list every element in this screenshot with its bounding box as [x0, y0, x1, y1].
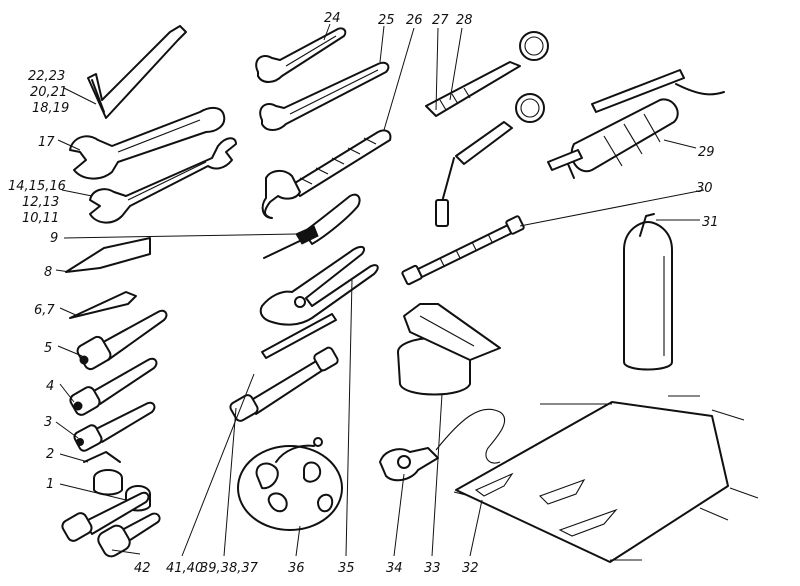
label-20-21: 20,21 [30, 85, 67, 100]
label-12-13: 12,13 [22, 195, 59, 210]
label-30: 30 [696, 181, 713, 196]
long-bolt [401, 215, 525, 286]
label-33: 33 [424, 561, 441, 576]
grease-gun [547, 69, 725, 179]
label-35: 35 [338, 561, 355, 576]
tire-gauge-27 [435, 93, 545, 227]
oil-bottle [623, 213, 673, 371]
open-end-wrench-14-16 [89, 137, 237, 224]
label-39-38-37: 39,38,37 [200, 561, 259, 576]
label-34: 34 [386, 561, 403, 576]
pliers [259, 246, 379, 326]
label-18-19: 18,19 [32, 101, 69, 116]
label-1: 1 [46, 477, 54, 492]
label-41-40: 41,40 [166, 561, 203, 576]
hook-spanner-25 [259, 61, 390, 131]
label-10-11: 10,11 [22, 211, 59, 226]
label-4: 4 [46, 379, 54, 394]
inspection-lamp [379, 408, 506, 482]
hammer [261, 129, 392, 219]
tire-gauge-28 [425, 31, 549, 117]
label-17: 17 [38, 135, 55, 150]
label-22-23: 22,23 [28, 69, 65, 84]
label-28: 28 [456, 13, 473, 28]
punch [69, 291, 137, 319]
label-29: 29 [698, 145, 715, 160]
spark-plug-wrench [61, 491, 161, 558]
label-36: 36 [288, 561, 305, 576]
label-32: 32 [462, 561, 479, 576]
label-26: 26 [406, 13, 423, 28]
hex-key-2 [83, 451, 123, 496]
label-9: 9 [50, 231, 58, 246]
label-2: 2 [46, 447, 54, 462]
socket-wrench-4 [69, 357, 158, 416]
label-31: 31 [702, 215, 719, 230]
oil-funnel [397, 303, 501, 396]
label-6-7: 6,7 [34, 303, 55, 318]
open-end-wrench-17 [69, 106, 226, 180]
drift-rod [261, 313, 337, 359]
label-5: 5 [44, 341, 52, 356]
wedge [65, 237, 151, 273]
tool-pouch [237, 437, 343, 531]
hook-spanner-24 [255, 27, 347, 83]
label-42: 42 [134, 561, 151, 576]
box-wrench [229, 346, 339, 422]
label-24: 24 [324, 11, 341, 26]
part-labels: 22,23 20,21 18,19 17 14,15,16 12,13 10,1… [8, 11, 719, 576]
screwdriver [263, 193, 361, 259]
socket-wrench-5 [76, 309, 168, 371]
label-3: 3 [44, 415, 52, 430]
tool-mat [453, 395, 759, 563]
socket-wrench-3 [73, 401, 156, 452]
label-14-15-16: 14,15,16 [8, 179, 66, 194]
hex-key-wrench [87, 25, 187, 119]
leader-lines [55, 23, 705, 557]
label-25: 25 [378, 13, 395, 28]
label-8: 8 [44, 265, 52, 280]
label-27: 27 [432, 13, 449, 28]
